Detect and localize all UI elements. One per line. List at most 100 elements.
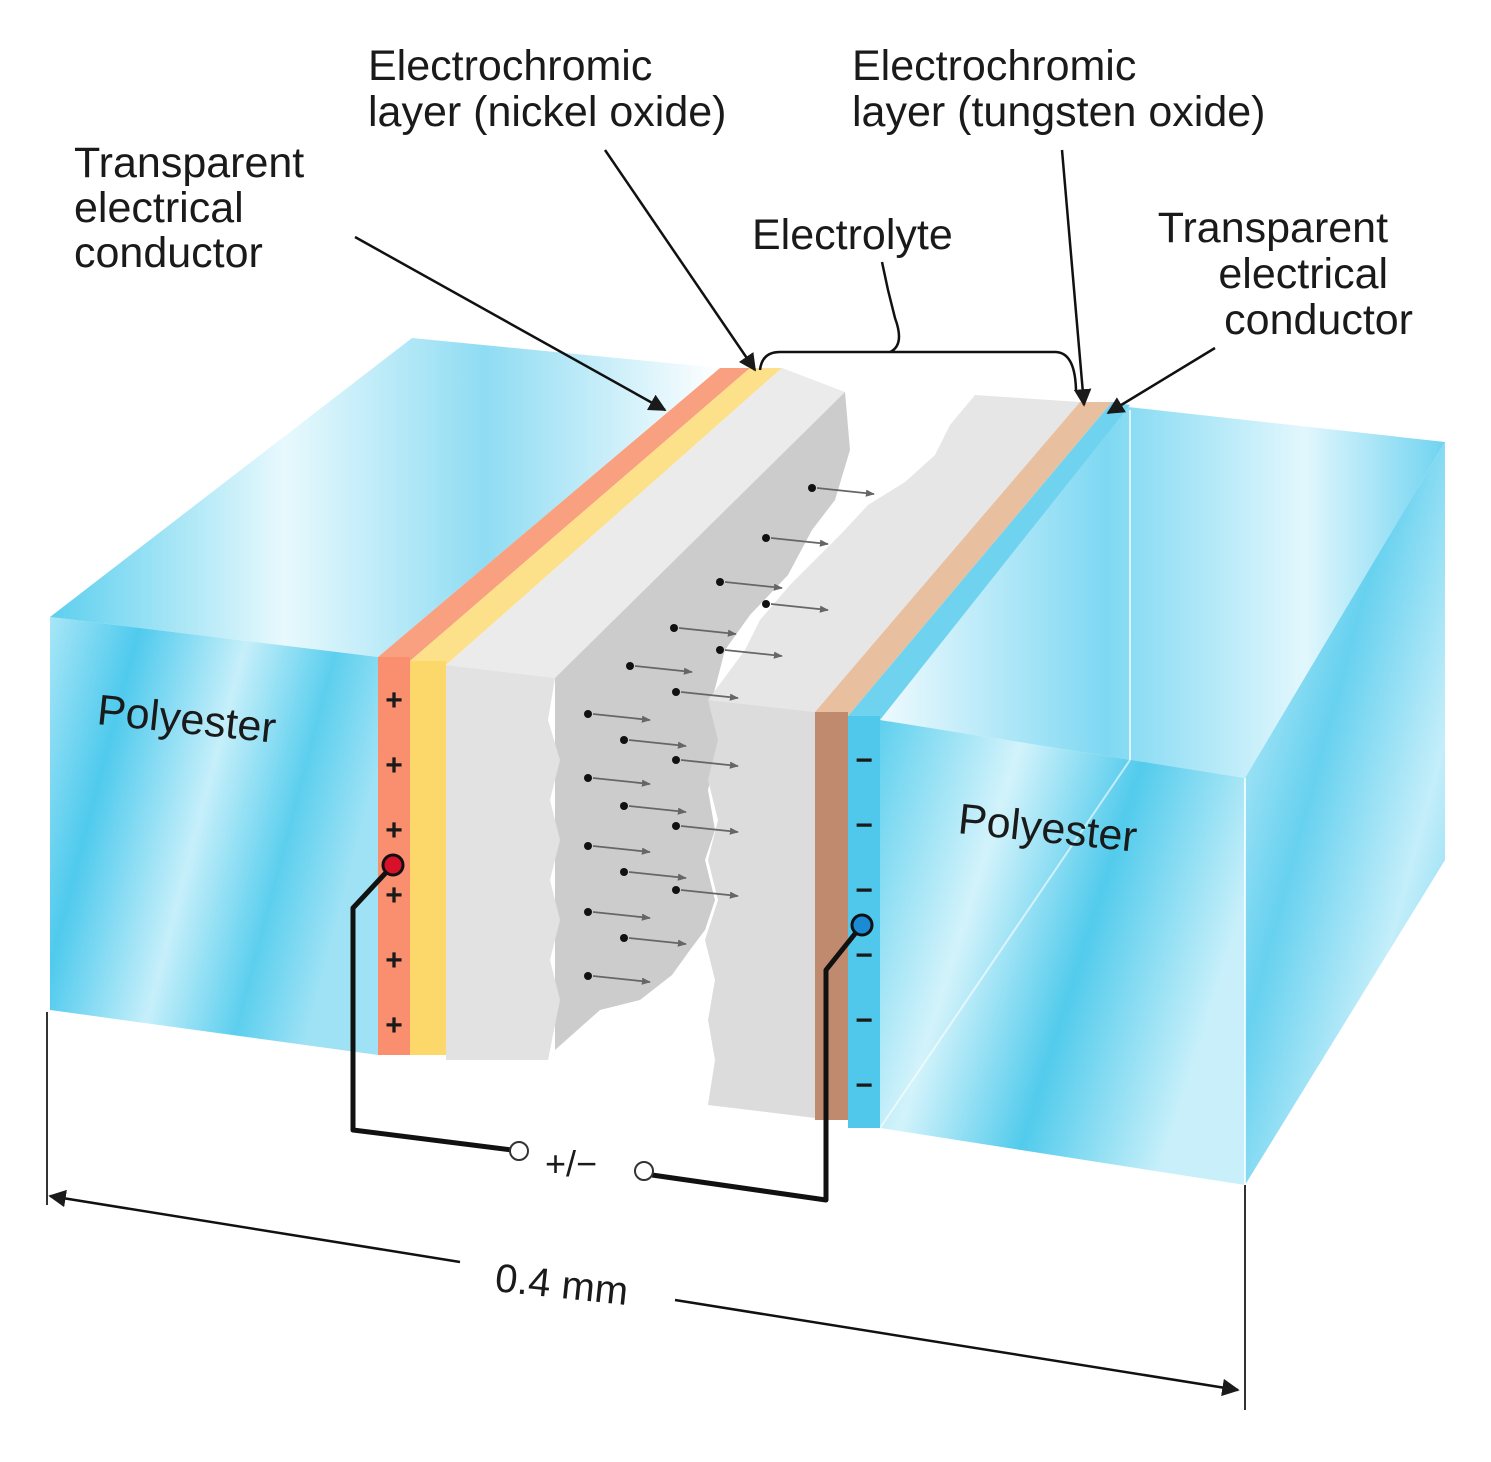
wire-right bbox=[651, 923, 864, 1203]
ion-arrow bbox=[680, 759, 739, 769]
tungsten-layer-label: Electrochromic layer (tungsten oxide) bbox=[852, 42, 1266, 136]
ion-dot bbox=[626, 662, 634, 670]
ion-arrow bbox=[628, 805, 687, 815]
positive-charges: + + + + + + bbox=[385, 684, 403, 1042]
voltage-node-right-icon bbox=[634, 1161, 654, 1181]
ion-arrows bbox=[584, 484, 875, 985]
polyester-right-front-face bbox=[880, 720, 1245, 1185]
electrolyte-brace bbox=[758, 261, 1078, 391]
ion-arrow bbox=[678, 627, 737, 637]
voltage-label: +/− bbox=[545, 1143, 597, 1184]
ion-dot bbox=[672, 756, 680, 764]
voltage-node-left-icon bbox=[509, 1141, 529, 1161]
ion-arrow bbox=[592, 975, 651, 985]
polyester-right-side-face bbox=[1245, 442, 1445, 1185]
ion-dot bbox=[672, 886, 680, 894]
dimension-label: 0.4 mm bbox=[493, 1256, 630, 1314]
conductor-left-label: Transparent electrical conductor bbox=[74, 139, 316, 277]
electrolyte-left-front bbox=[446, 665, 560, 1060]
conductor-right-top bbox=[848, 402, 1130, 720]
ion-dot bbox=[620, 736, 628, 744]
ion-dot bbox=[584, 908, 592, 916]
tungsten-layer-line-1: Electrochromic bbox=[852, 42, 1136, 90]
positive-terminal-icon bbox=[381, 853, 405, 877]
negative-charge-sign: − bbox=[855, 874, 873, 907]
ion-dot bbox=[584, 774, 592, 782]
ion-arrow bbox=[628, 937, 687, 947]
positive-charge-sign: + bbox=[385, 944, 403, 977]
ion-arrow bbox=[634, 665, 693, 675]
ion-arrow bbox=[592, 713, 651, 723]
tungsten-oxide-top bbox=[815, 402, 1112, 716]
ion-dot bbox=[672, 688, 680, 696]
ion-arrow bbox=[592, 845, 651, 855]
ion-dot bbox=[584, 710, 592, 718]
positive-charge-sign: + bbox=[385, 814, 403, 847]
conductor-left-top bbox=[378, 368, 750, 661]
negative-charge-sign: − bbox=[855, 744, 873, 777]
ion-dot bbox=[762, 600, 770, 608]
electrolyte-label: Electrolyte bbox=[752, 211, 953, 259]
nickel-layer-label: Electrochromic layer (nickel oxide) bbox=[368, 42, 726, 136]
negative-charge-sign: − bbox=[855, 1069, 873, 1102]
pointer-conductor-left bbox=[354, 235, 667, 412]
polyester-left-top-face bbox=[50, 338, 720, 657]
dimension-line-right bbox=[674, 1298, 1240, 1397]
tungsten-oxide-front bbox=[815, 712, 848, 1120]
nickel-oxide-front bbox=[410, 661, 446, 1055]
ion-dot bbox=[762, 534, 770, 542]
ion-arrow bbox=[680, 691, 739, 701]
polyester-right-inner-edge-2 bbox=[879, 759, 1131, 1129]
ion-arrow bbox=[592, 777, 651, 787]
nickel-layer-line-2: layer (nickel oxide) bbox=[368, 88, 726, 136]
positive-charge-sign: + bbox=[385, 1009, 403, 1042]
conductor-right-line-2: electrical bbox=[1218, 250, 1388, 298]
ion-arrow bbox=[770, 537, 829, 547]
positive-charge-sign: + bbox=[385, 879, 403, 912]
conductor-right-line-1: Transparent bbox=[1158, 204, 1388, 252]
positive-charge-sign: + bbox=[385, 684, 403, 717]
ion-dot bbox=[620, 868, 628, 876]
electrolyte-right-front bbox=[705, 700, 815, 1118]
ion-arrow bbox=[770, 603, 829, 613]
ion-arrow bbox=[680, 889, 739, 899]
conductor-right-line-3: conductor bbox=[1224, 296, 1413, 344]
positive-charge-sign: + bbox=[385, 749, 403, 782]
polyester-right-top-face bbox=[880, 405, 1445, 778]
electrolyte-left-top bbox=[446, 368, 845, 678]
negative-terminal-icon bbox=[850, 913, 874, 937]
negative-charges: − − − − − − bbox=[855, 744, 873, 1102]
tungsten-layer-line-2: layer (tungsten oxide) bbox=[852, 88, 1266, 136]
ion-dot bbox=[716, 646, 724, 654]
negative-charge-sign: − bbox=[855, 939, 873, 972]
ion-dot bbox=[716, 578, 724, 586]
conductor-right-label: Transparent electrical conductor bbox=[1158, 204, 1413, 344]
ion-dot bbox=[584, 842, 592, 850]
conductor-left-line-2: electrical bbox=[74, 184, 244, 232]
negative-charge-sign: − bbox=[855, 1004, 873, 1037]
ion-dot bbox=[620, 934, 628, 942]
ion-dot bbox=[584, 972, 592, 980]
wire-left bbox=[350, 863, 513, 1153]
ion-dot bbox=[808, 484, 816, 492]
ion-arrow bbox=[816, 487, 875, 497]
conductor-left-line-1: Transparent bbox=[74, 139, 304, 187]
ion-arrow bbox=[724, 649, 783, 659]
ion-arrow bbox=[592, 911, 651, 921]
polyester-left-front-face bbox=[50, 617, 378, 1055]
ion-arrow bbox=[628, 739, 687, 749]
pointer-nickel-layer bbox=[603, 149, 757, 372]
electrolyte-left-broken-face bbox=[555, 392, 850, 1050]
ion-dot bbox=[620, 802, 628, 810]
pointer-conductor-right bbox=[1106, 346, 1216, 415]
conductor-left-line-3: conductor bbox=[74, 229, 263, 277]
ion-dot bbox=[672, 822, 680, 830]
ion-arrow bbox=[628, 871, 687, 881]
ion-arrow bbox=[724, 581, 783, 591]
negative-charge-sign: − bbox=[855, 809, 873, 842]
dimension-line-left bbox=[48, 1189, 461, 1264]
pointer-tungsten-layer bbox=[1060, 149, 1092, 407]
ion-arrow bbox=[680, 825, 739, 835]
nickel-oxide-top bbox=[410, 368, 782, 665]
